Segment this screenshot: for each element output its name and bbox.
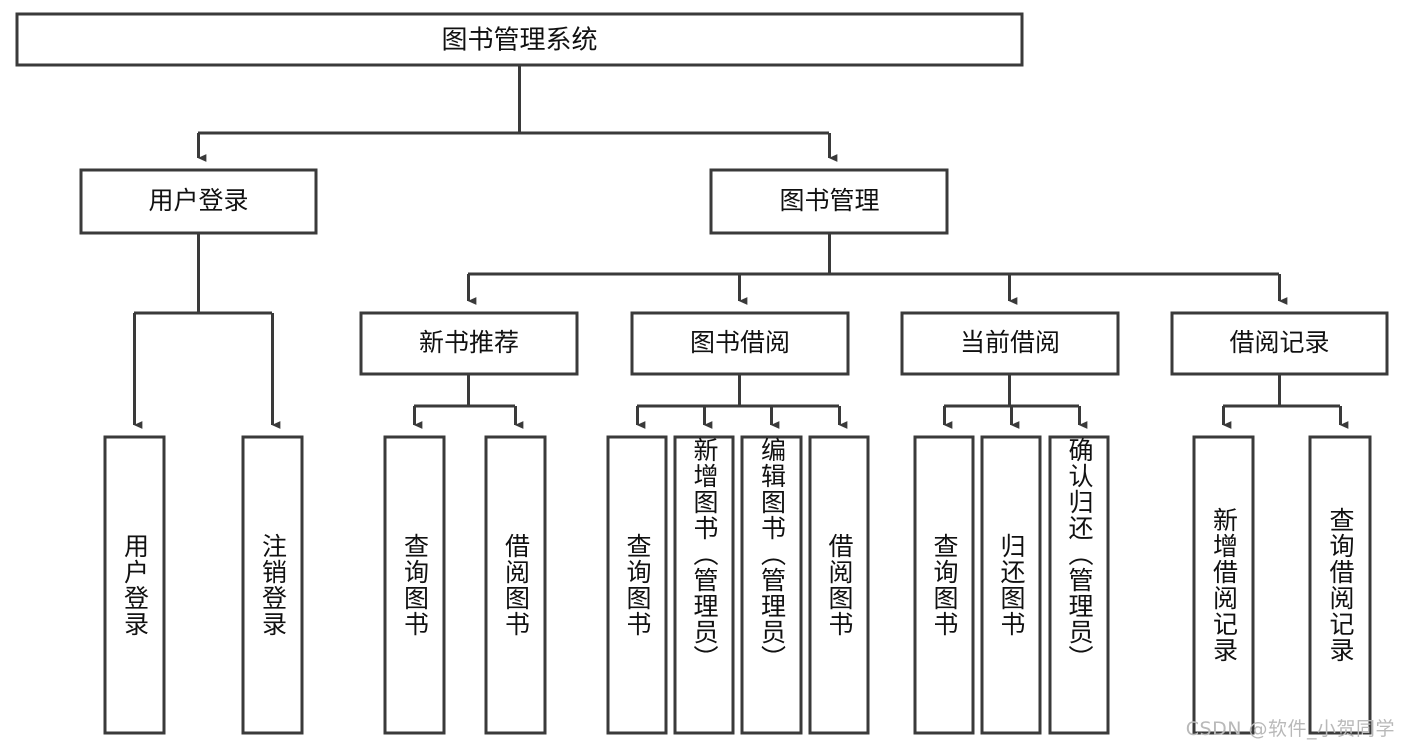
node-leaf-query-book-2-box[interactable] [606,435,668,735]
connector-group-book-manage [467,233,1288,305]
node-current-borrow-box[interactable] [900,311,1120,376]
connector-group-current-borrow [943,374,1088,429]
node-book-borrow-box[interactable] [630,311,850,376]
node-user-login-box[interactable] [79,168,318,235]
node-new-book-recommend[interactable]: 新书推荐 [359,311,579,376]
node-user-login-label: 用户登录 [148,186,248,215]
node-book-manage-box[interactable] [709,168,949,235]
connector-group-borrow-record [1222,374,1349,429]
node-leaf-confirm-return-box[interactable] [1048,435,1110,735]
node-leaf-return-book-box[interactable] [980,435,1042,735]
node-leaf-add-record-box[interactable] [1192,435,1255,735]
node-book-borrow[interactable]: 图书借阅 [630,311,850,376]
leaf-boxes [103,435,1372,735]
node-book-manage[interactable]: 图书管理 [709,168,949,235]
connector-group-user-login [133,233,281,429]
node-borrow-record-label: 借阅记录 [1229,328,1329,357]
node-current-borrow-label: 当前借阅 [960,328,1060,357]
node-leaf-borrow-book-2-box[interactable] [808,435,870,735]
watermark-text: CSDN @软件_小贺同学 [1185,718,1395,740]
node-leaf-query-record-box[interactable] [1308,435,1372,735]
node-root-label: 图书管理系统 [441,26,597,56]
node-current-borrow[interactable]: 当前借阅 [900,311,1120,376]
node-new-book-recommend-label: 新书推荐 [419,328,519,357]
node-leaf-borrow-book-1-box[interactable] [484,435,547,735]
node-leaf-add-book-box[interactable] [673,435,735,735]
connector-group-book-borrow [636,374,848,429]
connector-group-root [197,65,838,162]
node-leaf-query-book-3-box[interactable] [913,435,975,735]
node-borrow-record[interactable]: 借阅记录 [1170,311,1389,376]
node-root-box[interactable] [15,12,1024,67]
node-book-manage-label: 图书管理 [779,186,879,215]
connector-group-new-book-recommend [413,374,524,429]
node-borrow-record-box[interactable] [1170,311,1389,376]
node-root[interactable]: 图书管理系统 [15,12,1024,67]
node-user-login[interactable]: 用户登录 [79,168,318,235]
node-leaf-logout-box[interactable] [241,435,304,735]
node-book-borrow-label: 图书借阅 [690,328,790,357]
node-leaf-user-login-box[interactable] [103,435,166,735]
node-leaf-query-book-1-box[interactable] [383,435,446,735]
node-new-book-recommend-box[interactable] [359,311,579,376]
node-leaf-edit-book-box[interactable] [740,435,803,735]
